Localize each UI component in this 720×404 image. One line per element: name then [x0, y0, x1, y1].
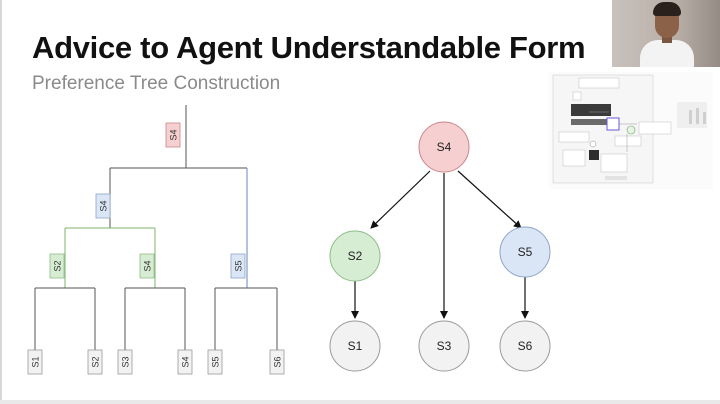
thumb-faded	[696, 108, 699, 124]
dendro-leaf-box	[87, 349, 103, 375]
tree-node-child	[499, 226, 551, 278]
slide-left-edge	[0, 0, 2, 404]
tree-node-leaf	[329, 320, 381, 372]
thumb-box	[600, 153, 628, 173]
tree-edge	[457, 170, 522, 229]
dendro-leaf-label: S1	[31, 356, 41, 367]
tree-node-leaf	[418, 320, 470, 372]
tree-node-root	[418, 121, 470, 173]
thumb-connector	[589, 111, 637, 152]
dendro-level2-label: S2	[53, 260, 63, 271]
thumb-faded	[689, 110, 692, 124]
thumb-box	[572, 91, 582, 101]
thumb-box	[558, 131, 590, 143]
tree-node-child-label: S5	[518, 245, 533, 259]
dendro-root-label: S4	[169, 129, 179, 140]
dendro-leaf-box	[207, 349, 223, 375]
tree-node-child	[329, 230, 381, 282]
dendro-leaf-label: S6	[273, 356, 283, 367]
thumb-block	[571, 104, 611, 116]
thumb-block	[571, 119, 611, 125]
dendro-level2-label: S4	[143, 260, 153, 271]
dendro-level2-label: S5	[234, 260, 244, 271]
tree-node-child-label: S2	[348, 249, 363, 263]
dendro-level1-box	[95, 193, 111, 219]
thumb-step	[589, 140, 597, 148]
thumb-box	[614, 135, 642, 147]
dendro-root-box	[165, 122, 181, 148]
dendro-level2-box	[230, 253, 246, 279]
slide-title: Advice to Agent Understandable Form	[32, 30, 586, 65]
dendro-leaf-label: S3	[121, 356, 131, 367]
tree-node-leaf-label: S6	[518, 339, 533, 353]
thumb-faded	[703, 112, 706, 124]
thumb-block	[589, 150, 599, 160]
slide-bottom-edge	[0, 400, 720, 404]
dendro-leaf-box	[27, 349, 43, 375]
dendro-leaf-label: S5	[211, 356, 221, 367]
workflow-thumbnail	[549, 72, 713, 189]
thumb-box	[562, 149, 586, 167]
dendro-leaf-label: S4	[181, 356, 191, 367]
dendrogram: S4 S4 S2 S4 S5 S1 S2 S3 S4 S5 S6	[27, 105, 285, 375]
dendro-leaf-box	[117, 349, 133, 375]
tree-node-root-label: S4	[437, 140, 452, 154]
dendro-leaf-label: S2	[91, 356, 101, 367]
workflow-thumbnail-graphic	[552, 74, 707, 184]
thumb-box	[578, 77, 620, 89]
dendro-leaf-box	[177, 349, 193, 375]
tree-node-leaf-label: S3	[437, 339, 452, 353]
presenter-shirt	[640, 40, 694, 67]
dendro-level2-box	[139, 253, 155, 279]
dendro-leaf-box	[269, 349, 285, 375]
tree-edge	[370, 170, 431, 229]
thumb-box	[605, 176, 627, 180]
presenter-hair	[653, 2, 681, 16]
presenter-webcam	[612, 0, 720, 67]
tree-node-leaf	[499, 320, 551, 372]
thumb-step	[626, 125, 636, 135]
presenter-neck	[662, 35, 672, 43]
dendro-level1-label: S4	[99, 200, 109, 211]
thumb-accent	[606, 117, 620, 131]
thumb-box	[638, 121, 672, 135]
tree-node-leaf-label: S1	[348, 339, 363, 353]
preference-tree: S4 S2 S5 S1 S3 S6	[329, 121, 551, 372]
dendro-level2-box	[49, 253, 65, 279]
slide-subtitle: Preference Tree Construction	[32, 73, 281, 94]
